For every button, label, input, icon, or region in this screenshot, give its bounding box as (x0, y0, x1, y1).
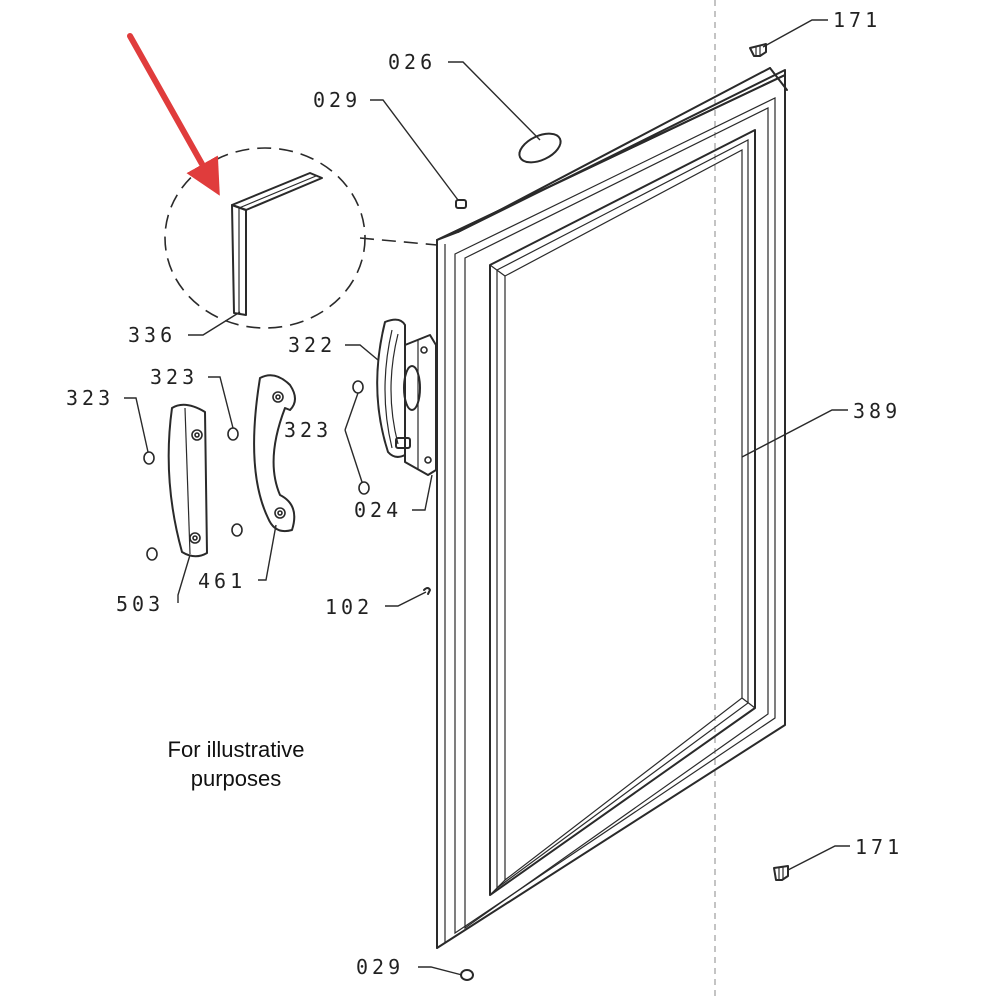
callout-322: 322 (288, 333, 336, 357)
part-171-top-cap (749, 43, 767, 57)
detail-view-336 (164, 147, 438, 329)
part-024-handle-base (403, 334, 437, 476)
callout-171-top: 171 (833, 8, 881, 32)
callout-024: 024 (354, 498, 402, 522)
callout-323-left: 323 (66, 386, 114, 410)
part-503-plate (167, 403, 208, 558)
door-panel (436, 67, 788, 949)
illustrative-note-line1: For illustrative (168, 737, 305, 762)
callout-389: 389 (853, 399, 901, 423)
callout-336: 336 (128, 323, 176, 347)
callout-102: 102 (325, 595, 373, 619)
callout-461: 461 (198, 569, 246, 593)
part-323-washers (143, 380, 370, 561)
part-026-badge (518, 132, 562, 164)
highlight-arrow (127, 33, 220, 196)
part-461-handle (253, 374, 296, 533)
callout-323-right: 323 (284, 418, 332, 442)
callout-029-top: 029 (313, 88, 361, 112)
illustrative-note-line2: purposes (191, 766, 282, 791)
part-029-bottom-screw (460, 969, 474, 981)
part-102-pin (423, 587, 431, 595)
callout-503: 503 (116, 592, 164, 616)
callout-029-bottom: 029 (356, 955, 404, 979)
callout-171-bottom: 171 (855, 835, 903, 859)
leader-lines (124, 19, 850, 976)
part-322-hinge (376, 318, 411, 458)
callout-323-middle: 323 (150, 365, 198, 389)
part-171-bottom-cap (773, 865, 789, 881)
part-029-top-screw (455, 199, 467, 209)
callout-026: 026 (388, 50, 436, 74)
